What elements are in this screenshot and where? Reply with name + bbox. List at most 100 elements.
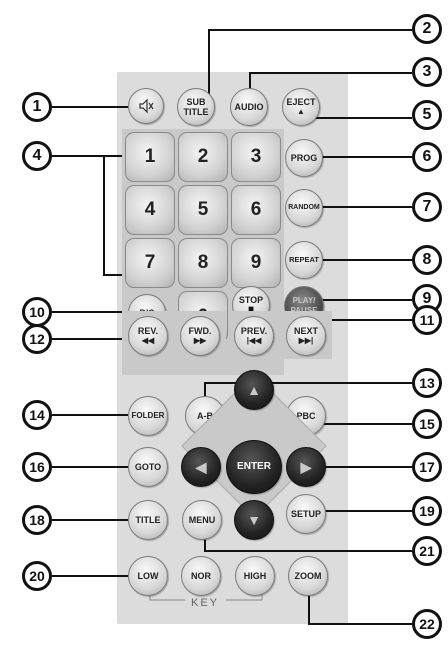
fwd-label: FWD. xyxy=(189,326,212,336)
digit-7-button[interactable]: 7 xyxy=(125,238,175,288)
key-group-label: KEY xyxy=(150,597,260,609)
callout-3: 3 xyxy=(412,57,442,87)
random-button[interactable]: RANDOM xyxy=(285,189,323,227)
callout-17: 17 xyxy=(412,452,442,482)
arrow-right-button[interactable]: ▶ xyxy=(286,447,326,487)
digit-3-button[interactable]: 3 xyxy=(231,132,281,182)
audio-button[interactable]: AUDIO xyxy=(230,88,268,126)
next-button[interactable]: NEXT ▶▶| xyxy=(286,316,326,356)
callout-19: 19 xyxy=(412,496,442,526)
digit-2-button[interactable]: 2 xyxy=(178,132,228,182)
arrow-down-icon: ▼ xyxy=(247,515,261,525)
callout-1: 1 xyxy=(22,92,52,122)
fwd-button[interactable]: FWD. ▶▶ xyxy=(180,316,220,356)
audio-label: AUDIO xyxy=(235,102,264,112)
prog-label: PROG xyxy=(291,153,318,163)
play-label-line1: PLAY/ xyxy=(293,296,316,306)
callout-22-text: 22 xyxy=(419,616,435,632)
callout-16: 16 xyxy=(22,452,52,482)
callout-21: 21 xyxy=(412,536,442,566)
callout-14-text: 14 xyxy=(29,407,45,423)
random-label: RANDOM xyxy=(288,203,320,213)
prog-button[interactable]: PROG xyxy=(285,139,323,177)
low-button[interactable]: LOW xyxy=(128,556,168,596)
callout-5-text: 5 xyxy=(423,106,432,124)
digit-8-button[interactable]: 8 xyxy=(178,238,228,288)
digit-7-label: 7 xyxy=(145,252,156,274)
nor-label: NOR xyxy=(191,571,211,581)
digit-9-label: 9 xyxy=(251,252,262,274)
arrow-left-icon: ◀ xyxy=(196,462,207,472)
callout-20-text: 20 xyxy=(29,568,45,584)
digit-5-label: 5 xyxy=(198,199,209,221)
callout-7: 7 xyxy=(412,192,442,222)
callout-14: 14 xyxy=(22,400,52,430)
callout-22: 22 xyxy=(412,609,442,639)
folder-label: FOLDER xyxy=(132,411,165,421)
digit-4-button[interactable]: 4 xyxy=(125,185,175,235)
callout-4-text: 4 xyxy=(33,147,42,165)
callout-4: 4 xyxy=(22,141,52,171)
callout-2: 2 xyxy=(412,14,442,44)
callout-6: 6 xyxy=(412,142,442,172)
mute-button[interactable] xyxy=(128,88,164,124)
digit-5-button[interactable]: 5 xyxy=(178,185,228,235)
callout-21-text: 21 xyxy=(419,543,435,559)
repeat-label: REPEAT xyxy=(289,255,319,265)
folder-button[interactable]: FOLDER xyxy=(128,396,168,436)
callout-10: 10 xyxy=(22,297,52,327)
low-label: LOW xyxy=(138,571,159,581)
callout-2-text: 2 xyxy=(423,20,432,38)
eject-icon: ▲ xyxy=(297,107,305,117)
callout-15-text: 15 xyxy=(419,416,435,432)
digit-8-label: 8 xyxy=(198,252,209,274)
callout-16-text: 16 xyxy=(29,459,45,475)
high-button[interactable]: HIGH xyxy=(235,556,275,596)
callout-12: 12 xyxy=(22,324,52,354)
arrow-down-button[interactable]: ▼ xyxy=(234,500,274,540)
callout-12-text: 12 xyxy=(29,331,45,347)
prev-button[interactable]: PREV. |◀◀ xyxy=(234,316,274,356)
callout-1-text: 1 xyxy=(33,98,42,116)
nor-button[interactable]: NOR xyxy=(181,556,221,596)
arrow-up-button[interactable]: ▲ xyxy=(234,370,274,410)
subtitle-label-line2: TITLE xyxy=(184,107,209,117)
callout-15: 15 xyxy=(412,409,442,439)
repeat-button[interactable]: REPEAT xyxy=(285,241,323,279)
callout-10-text: 10 xyxy=(29,304,45,320)
goto-label: GOTO xyxy=(135,462,161,472)
eject-button[interactable]: EJECT ▲ xyxy=(282,88,320,126)
callout-17-text: 17 xyxy=(419,459,435,475)
callout-13-text: 13 xyxy=(419,375,435,391)
callout-19-text: 19 xyxy=(419,503,435,519)
enter-button[interactable]: ENTER xyxy=(226,440,282,494)
rev-button[interactable]: REV. ◀◀ xyxy=(128,316,168,356)
callout-8: 8 xyxy=(412,245,442,275)
digit-1-button[interactable]: 1 xyxy=(125,132,175,182)
subtitle-label-line1: SUB xyxy=(186,97,205,107)
zoom-button[interactable]: ZOOM xyxy=(288,556,328,596)
digit-1-label: 1 xyxy=(145,146,156,168)
arrow-right-icon: ▶ xyxy=(301,462,312,472)
digit-3-label: 3 xyxy=(251,146,262,168)
callout-11: 11 xyxy=(412,305,442,335)
prev-label: PREV. xyxy=(241,326,267,336)
callout-11-text: 11 xyxy=(420,312,435,328)
digit-6-button[interactable]: 6 xyxy=(231,185,281,235)
digit-9-button[interactable]: 9 xyxy=(231,238,281,288)
digit-6-label: 6 xyxy=(251,199,262,221)
next-label: NEXT xyxy=(294,326,318,336)
callout-13: 13 xyxy=(412,368,442,398)
zoom-label: ZOOM xyxy=(295,571,322,581)
next-track-icon: ▶▶| xyxy=(299,336,314,346)
arrow-left-button[interactable]: ◀ xyxy=(181,447,221,487)
title-button[interactable]: TITLE xyxy=(128,500,168,540)
subtitle-button[interactable]: SUB TITLE xyxy=(177,88,215,126)
rev-label: REV. xyxy=(138,326,158,336)
fast-forward-icon: ▶▶ xyxy=(194,336,206,346)
goto-button[interactable]: GOTO xyxy=(128,447,168,487)
title-label: TITLE xyxy=(136,515,161,525)
callout-6-text: 6 xyxy=(423,148,432,166)
callout-8-text: 8 xyxy=(423,251,432,269)
